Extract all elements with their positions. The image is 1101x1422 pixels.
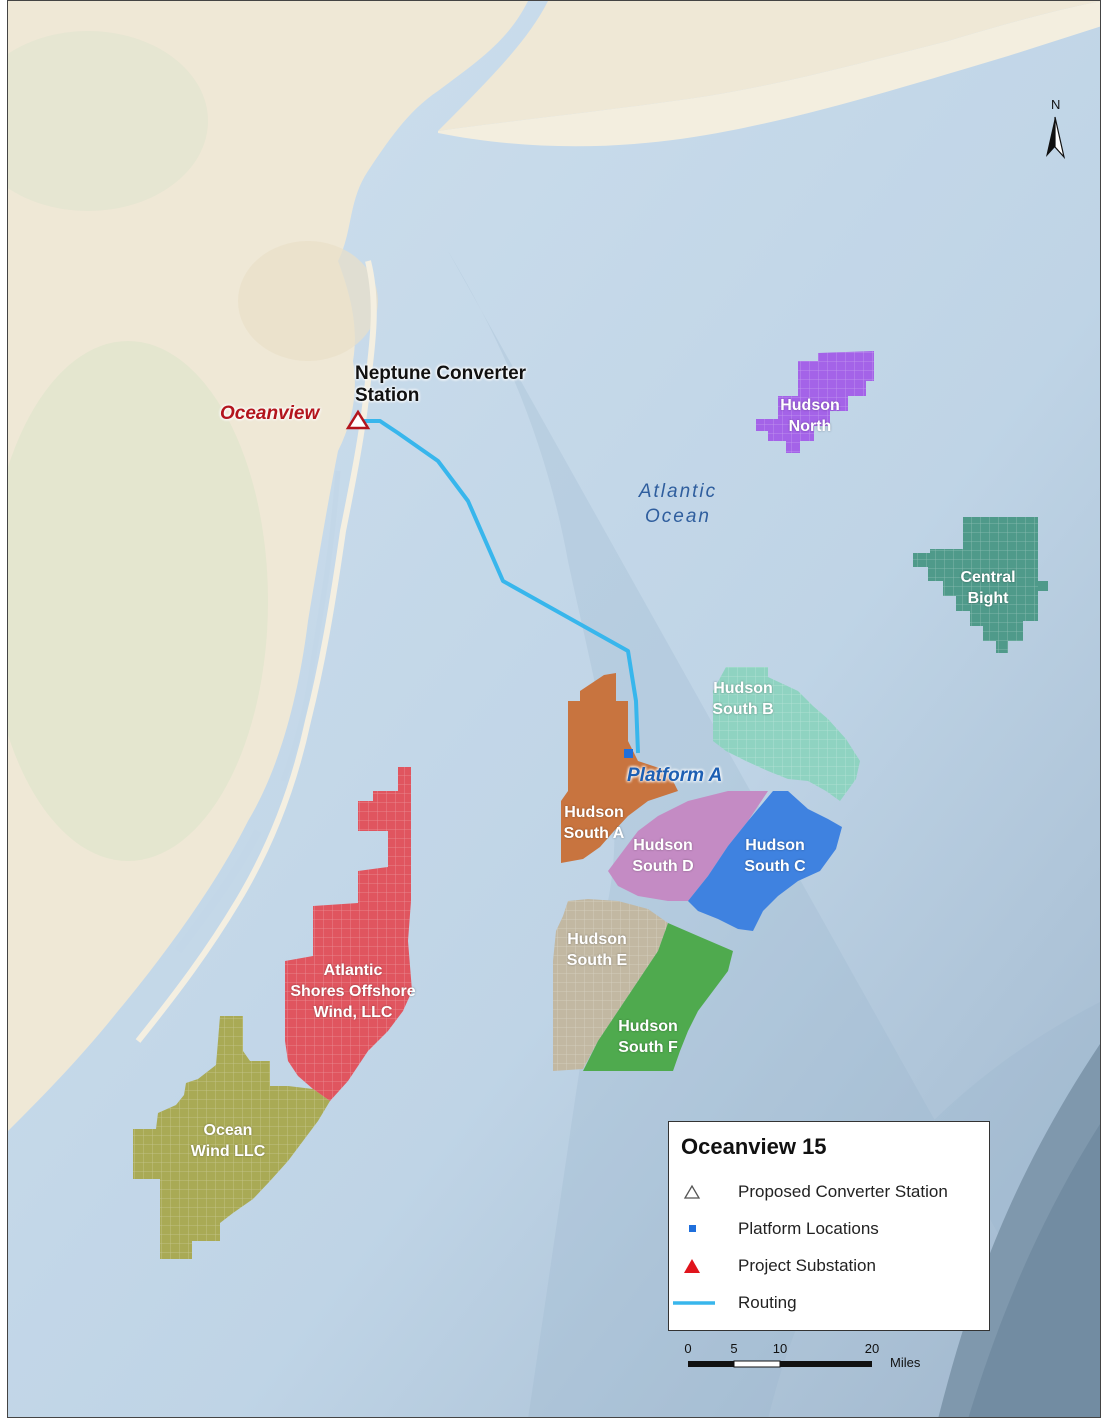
lease-area-hudson-south-a[interactable] bbox=[561, 673, 678, 863]
converter-station-icon[interactable] bbox=[345, 409, 371, 430]
legend-item-label: Project Substation bbox=[738, 1256, 876, 1275]
scale-tick: 0 bbox=[684, 1341, 692, 1356]
area-label-central-bight: Central Bight bbox=[960, 569, 1016, 607]
forest-patch bbox=[8, 31, 208, 211]
platform-a-icon[interactable] bbox=[624, 749, 633, 758]
barrier-island bbox=[135, 260, 377, 1043]
open-triangle-icon bbox=[683, 1184, 701, 1199]
red-triangle-icon bbox=[684, 1259, 700, 1273]
ocean-label: Atlantic Ocean bbox=[638, 481, 718, 527]
legend-item-label: Proposed Converter Station bbox=[738, 1182, 948, 1201]
north-arrow-label: N bbox=[1051, 97, 1061, 112]
area-label-hudson-south-d: Hudson South D bbox=[632, 837, 694, 875]
scale-tick: 20 bbox=[864, 1341, 880, 1356]
oceanview-label: Oceanview bbox=[220, 403, 320, 424]
area-label-hudson-south-c: Hudson South C bbox=[744, 837, 806, 875]
land-long-island bbox=[438, 1, 1100, 131]
area-label-hudson-south-a: Hudson South A bbox=[563, 804, 625, 842]
area-label-hudson-south-e: Hudson South E bbox=[566, 931, 628, 969]
scale-unit: Miles bbox=[890, 1355, 921, 1370]
blue-line-icon bbox=[673, 1301, 715, 1305]
station-label: Neptune Converter Station bbox=[355, 363, 527, 406]
scale-bar: 0 5 10 20 Miles bbox=[684, 1341, 924, 1391]
bay bbox=[280, 470, 341, 782]
legend-item: Routing bbox=[669, 1289, 989, 1317]
legend-item: Platform Locations bbox=[669, 1215, 989, 1243]
map-canvas[interactable]: Neptune Converter Station Oceanview Plat… bbox=[7, 0, 1101, 1418]
lease-area-hudson-south-f[interactable] bbox=[583, 923, 733, 1071]
scale-tick: 10 bbox=[772, 1341, 788, 1356]
map-graphic bbox=[8, 1, 1100, 1417]
scale-bar-graphic bbox=[688, 1360, 872, 1368]
north-arrow-icon bbox=[1046, 116, 1066, 160]
area-label-atlantic-shores: Atlantic Shores Offshore Wind, LLC bbox=[290, 962, 416, 1021]
area-label-hudson-south-b: Hudson South B bbox=[712, 680, 774, 718]
bay bbox=[174, 829, 262, 954]
blue-square-icon bbox=[689, 1225, 696, 1232]
cable-route[interactable] bbox=[358, 419, 640, 754]
deep-water-texture bbox=[968, 1124, 1100, 1417]
forest-patch bbox=[8, 341, 268, 861]
area-label-hudson-south-f: Hudson South F bbox=[618, 1018, 678, 1056]
urban-patch bbox=[238, 241, 378, 361]
land-long-island-south bbox=[438, 1, 1100, 147]
area-label-ocean-wind: Ocean Wind LLC bbox=[190, 1122, 266, 1160]
lease-areas bbox=[133, 351, 1048, 1259]
legend: Oceanview 15 Proposed Converter Station … bbox=[668, 1121, 990, 1331]
legend-item-label: Routing bbox=[738, 1293, 797, 1312]
scale-tick: 5 bbox=[730, 1341, 738, 1356]
platform-label: Platform A bbox=[627, 765, 723, 786]
lease-area-hudson-south-d[interactable] bbox=[608, 791, 768, 901]
area-label-hudson-north: Hudson North bbox=[780, 397, 840, 435]
lease-area-hudson-south-c[interactable] bbox=[688, 791, 842, 931]
north-arrow: N bbox=[1042, 97, 1072, 163]
legend-item-label: Platform Locations bbox=[738, 1219, 879, 1238]
legend-item: Proposed Converter Station bbox=[669, 1178, 989, 1206]
legend-title: Oceanview 15 bbox=[681, 1134, 827, 1159]
legend-item: Project Substation bbox=[669, 1252, 989, 1280]
